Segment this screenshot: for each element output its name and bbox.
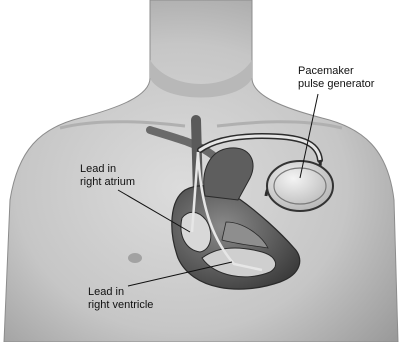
label-ventricle-line1: Lead in [88, 286, 124, 298]
label-generator-line1: Pacemaker [298, 65, 354, 77]
label-ventricle-line2: right ventricle [88, 299, 153, 311]
label-generator-line2: pulse generator [298, 78, 375, 90]
left-nipple [128, 253, 142, 263]
label-atrium-line1: Lead in [80, 163, 116, 175]
label-atrium-line2: right atrium [80, 176, 135, 188]
